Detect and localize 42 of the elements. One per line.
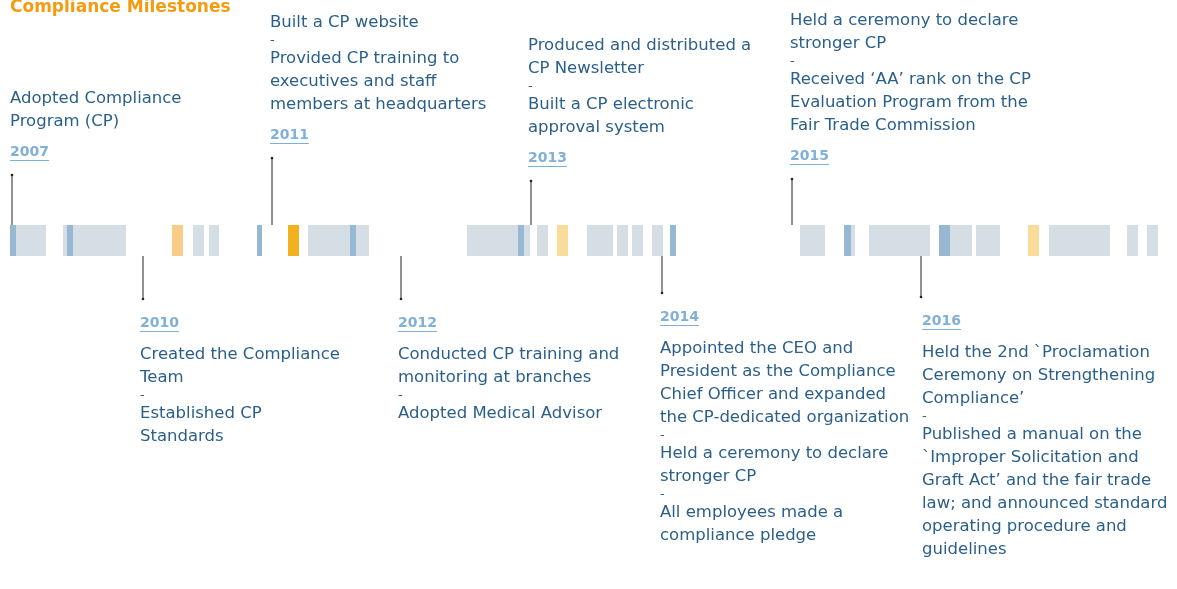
milestone-text: Established CP Standards: [140, 402, 263, 447]
milestone-text: All employees made a compliance pledge: [660, 501, 845, 546]
separator-dash: -: [922, 409, 928, 422]
milestone-text: Provided CP training to executives and staff members at headquarters: [270, 47, 488, 115]
separator-dash: -: [790, 54, 796, 67]
milestone-text: Held a ceremony to declare stronger CP: [660, 442, 890, 487]
diagram-title: Compliance Milestones: [10, 0, 231, 16]
year-label: 2013: [528, 148, 567, 167]
year-label: 2015: [790, 146, 829, 165]
milestone-text: Built a CP electronic approval system: [528, 93, 695, 138]
separator-dash: -: [660, 428, 666, 441]
timeline-bar: [10, 225, 1158, 256]
year-label: 2011: [270, 125, 309, 144]
year-label: 2012: [398, 313, 437, 332]
separator-dash: -: [270, 33, 276, 46]
milestone-text: Held a ceremony to declare stronger CP: [790, 9, 1020, 54]
leader-line: [141, 255, 145, 301]
leader-line: [660, 255, 664, 295]
milestone-text: Built a CP website: [270, 11, 420, 33]
year-label: 2010: [140, 313, 179, 332]
milestone-text: Created the Compliance Team: [140, 343, 340, 388]
leader-line: [10, 173, 14, 226]
separator-dash: -: [398, 388, 404, 401]
milestone-text: Held the 2nd `Proclamation Ceremony on Strengthening Compliance’: [922, 341, 1157, 409]
leader-line: [399, 255, 403, 301]
year-label: 2016: [922, 311, 961, 330]
milestone-text: Conducted CP training and monitoring at branches: [398, 343, 621, 388]
milestone-text: Adopted Medical Advisor: [398, 402, 604, 424]
milestone-text: Published a manual on the `Improper Solicitation and Graft Act’ and the fair trade law; and announced standard operating procedure and guidelines: [922, 423, 1169, 560]
leader-line: [270, 156, 274, 226]
separator-dash: -: [528, 79, 534, 92]
milestone-text: Adopted Compliance Program (CP): [10, 87, 183, 132]
leader-line: [529, 179, 533, 226]
leader-line: [919, 255, 923, 299]
milestone-text: Appointed the CEO and President as the Compliance Chief Officer and expanded the CP-dedicated organization: [660, 337, 910, 428]
separator-dash: -: [660, 487, 666, 500]
year-label: 2007: [10, 142, 49, 161]
leader-line: [790, 177, 794, 226]
milestone-text: Received ‘AA’ rank on the CP Evaluation Program from the Fair Trade Commission: [790, 68, 1032, 136]
milestone-text: Produced and distributed a CP Newsletter: [528, 34, 753, 79]
separator-dash: -: [140, 388, 146, 401]
year-label: 2014: [660, 307, 699, 326]
